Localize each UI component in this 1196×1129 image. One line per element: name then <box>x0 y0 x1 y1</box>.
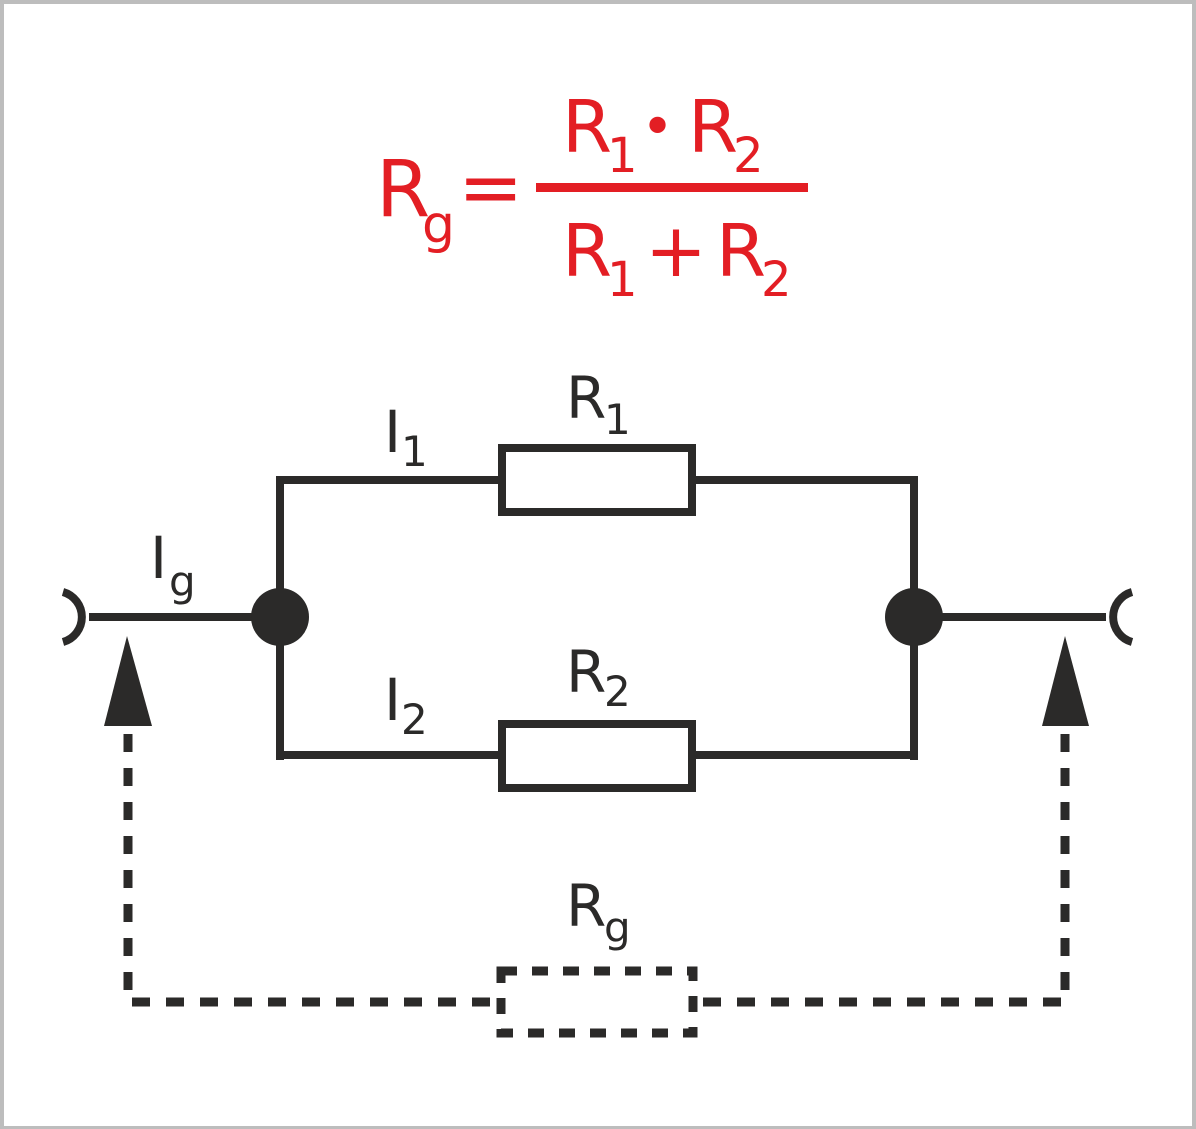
resistor-r2 <box>498 720 696 792</box>
formula-lhs-subscript: g <box>422 195 455 255</box>
formula-equals: = <box>458 143 523 233</box>
denominator-r2-symbol: R <box>716 209 766 293</box>
denominator-r1-symbol: R <box>562 209 612 293</box>
numerator-multiply-operator: • <box>641 95 674 160</box>
fraction-bar <box>536 183 808 192</box>
numerator-r2-subscript: 2 <box>733 128 764 184</box>
left-terminal-icon <box>61 588 86 646</box>
right-arrow-up-icon <box>1042 636 1089 726</box>
label-ig-subscript: g <box>169 557 196 606</box>
right-terminal-icon <box>1109 588 1134 646</box>
equivalent-path-right-dashed <box>694 734 1070 1007</box>
label-rg-subscript: g <box>604 903 631 952</box>
left-junction-node <box>251 588 309 646</box>
equivalent-resistance-formula: R g = R 1 • R 2 R 1 + R 2 <box>376 85 808 308</box>
right-junction-node <box>885 588 943 646</box>
label-i2-symbol: I <box>384 666 401 734</box>
left-arrow-up-icon <box>104 636 152 726</box>
denominator-r2-subscript: 2 <box>761 252 792 308</box>
denominator-plus-operator: + <box>645 208 707 294</box>
numerator-r1-subscript: 1 <box>607 128 638 184</box>
label-r2-symbol: R <box>566 638 606 706</box>
label-i2-subscript: 2 <box>401 695 428 744</box>
denominator-r1-subscript: 1 <box>607 252 638 308</box>
numerator-r1-symbol: R <box>562 85 612 169</box>
label-r1-subscript: 1 <box>604 395 631 444</box>
diagram-frame: R g = R 1 • R 2 R 1 + R 2 <box>4 4 1192 1126</box>
circuit <box>61 444 1134 1038</box>
equivalent-path-left-dashed <box>123 734 500 1007</box>
label-ig-symbol: I <box>150 524 167 592</box>
label-i1-subscript: 1 <box>401 427 428 476</box>
formula-lhs-symbol: R <box>376 145 430 235</box>
parallel-resistor-diagram: R g = R 1 • R 2 R 1 + R 2 <box>61 85 1134 1038</box>
label-i1-symbol: I <box>384 398 401 466</box>
circuit-labels: I g I 1 I 2 R 1 R 2 R g <box>150 364 631 952</box>
label-rg-symbol: R <box>566 872 606 940</box>
label-r1-symbol: R <box>566 364 606 432</box>
numerator-r2-symbol: R <box>688 85 738 169</box>
label-r2-subscript: 2 <box>604 667 631 716</box>
equivalent-resistor-rg-dashed <box>496 966 698 1038</box>
resistor-r1 <box>498 444 696 516</box>
